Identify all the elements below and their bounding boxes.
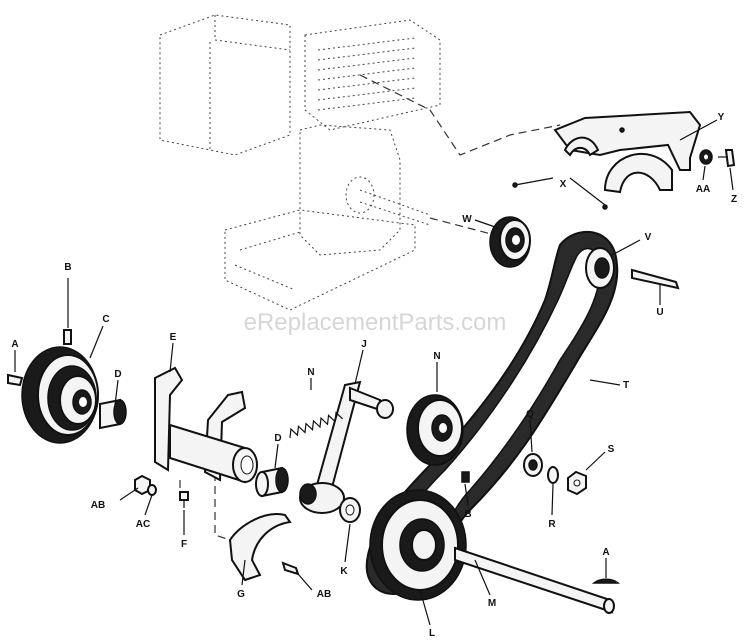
engine-tank-outline — [159, 14, 291, 156]
engine-crankshaft — [359, 189, 431, 226]
label-aa: AA — [696, 184, 710, 195]
label-w: W — [462, 214, 472, 225]
label-a-left: A — [11, 339, 18, 350]
label-k: K — [340, 566, 348, 577]
engine-fins — [317, 37, 416, 111]
belt-guard-top — [553, 110, 702, 171]
shaft-m-end — [603, 598, 615, 614]
engine-crankcase — [299, 124, 401, 256]
label-g: G — [237, 589, 245, 600]
spring-n — [289, 411, 343, 439]
label-v: V — [645, 232, 652, 243]
label-a-right: A — [602, 547, 609, 558]
label-ab-left: AB — [91, 500, 105, 511]
washer-aa-hole — [704, 154, 708, 160]
label-b-top: B — [64, 262, 71, 273]
bolt-ab-bottom — [281, 561, 300, 576]
pulley-c — [21, 346, 99, 444]
label-z: Z — [731, 194, 737, 205]
engine-shaft-boss — [345, 176, 375, 214]
shaft-m — [454, 546, 614, 614]
label-ac: AC — [136, 519, 150, 530]
label-t: T — [623, 380, 629, 391]
washer-r — [547, 466, 559, 484]
label-r: R — [548, 519, 556, 530]
label-y: Y — [718, 112, 725, 123]
belt-guard-arch-front — [603, 152, 673, 194]
watermark-text: eReplacementParts.com — [244, 309, 507, 336]
label-q: Q — [526, 409, 534, 420]
key-u — [631, 268, 680, 290]
pulley-l — [369, 489, 467, 601]
engine-tank-edge — [214, 15, 291, 51]
engine-fins-outline — [304, 19, 441, 131]
bushing-d-left — [99, 398, 127, 430]
label-b-mid: B — [464, 509, 471, 520]
engine-base — [224, 209, 416, 311]
engine-phantom — [159, 14, 441, 311]
label-f: F — [181, 539, 187, 550]
key-a-right — [591, 578, 621, 584]
bolt-z-head — [724, 149, 736, 168]
idler-arm-j — [299, 380, 394, 514]
label-ab-bottom: AB — [317, 589, 331, 600]
key-b-top — [63, 329, 72, 345]
belt-guard — [553, 110, 702, 194]
assembly-line-shaft — [429, 217, 496, 236]
label-x: X — [560, 179, 567, 190]
bushing-d-mid — [255, 466, 289, 498]
pulley-v — [585, 247, 615, 289]
belt-guard-hole — [619, 127, 625, 133]
shield-g — [228, 513, 292, 582]
label-d-left: D — [114, 369, 121, 380]
assembly-line-guard — [359, 74, 561, 156]
label-j: J — [361, 339, 367, 350]
idler-pulley-n — [406, 394, 464, 466]
washer-ac — [147, 484, 157, 496]
x-dot-right — [602, 204, 608, 210]
label-u: U — [656, 307, 663, 318]
bolt-f-head — [179, 491, 189, 501]
label-n-pulley: N — [433, 351, 440, 362]
label-c: C — [102, 314, 109, 325]
pulley-w — [489, 216, 531, 268]
bracket-e — [154, 366, 258, 484]
label-n-spring: N — [307, 367, 314, 378]
belt-guard-arch-left — [563, 136, 600, 157]
key-b-mid — [461, 471, 470, 483]
leader-lines — [14, 119, 734, 626]
label-e: E — [170, 332, 177, 343]
engine-base-line2 — [234, 264, 296, 291]
label-d-mid: D — [274, 433, 281, 444]
x-dot-left — [512, 182, 518, 188]
label-m: M — [488, 598, 496, 609]
label-l: L — [429, 628, 435, 639]
engine-base-line1 — [239, 231, 301, 251]
label-s: S — [608, 444, 615, 455]
key-a-left — [7, 373, 24, 387]
